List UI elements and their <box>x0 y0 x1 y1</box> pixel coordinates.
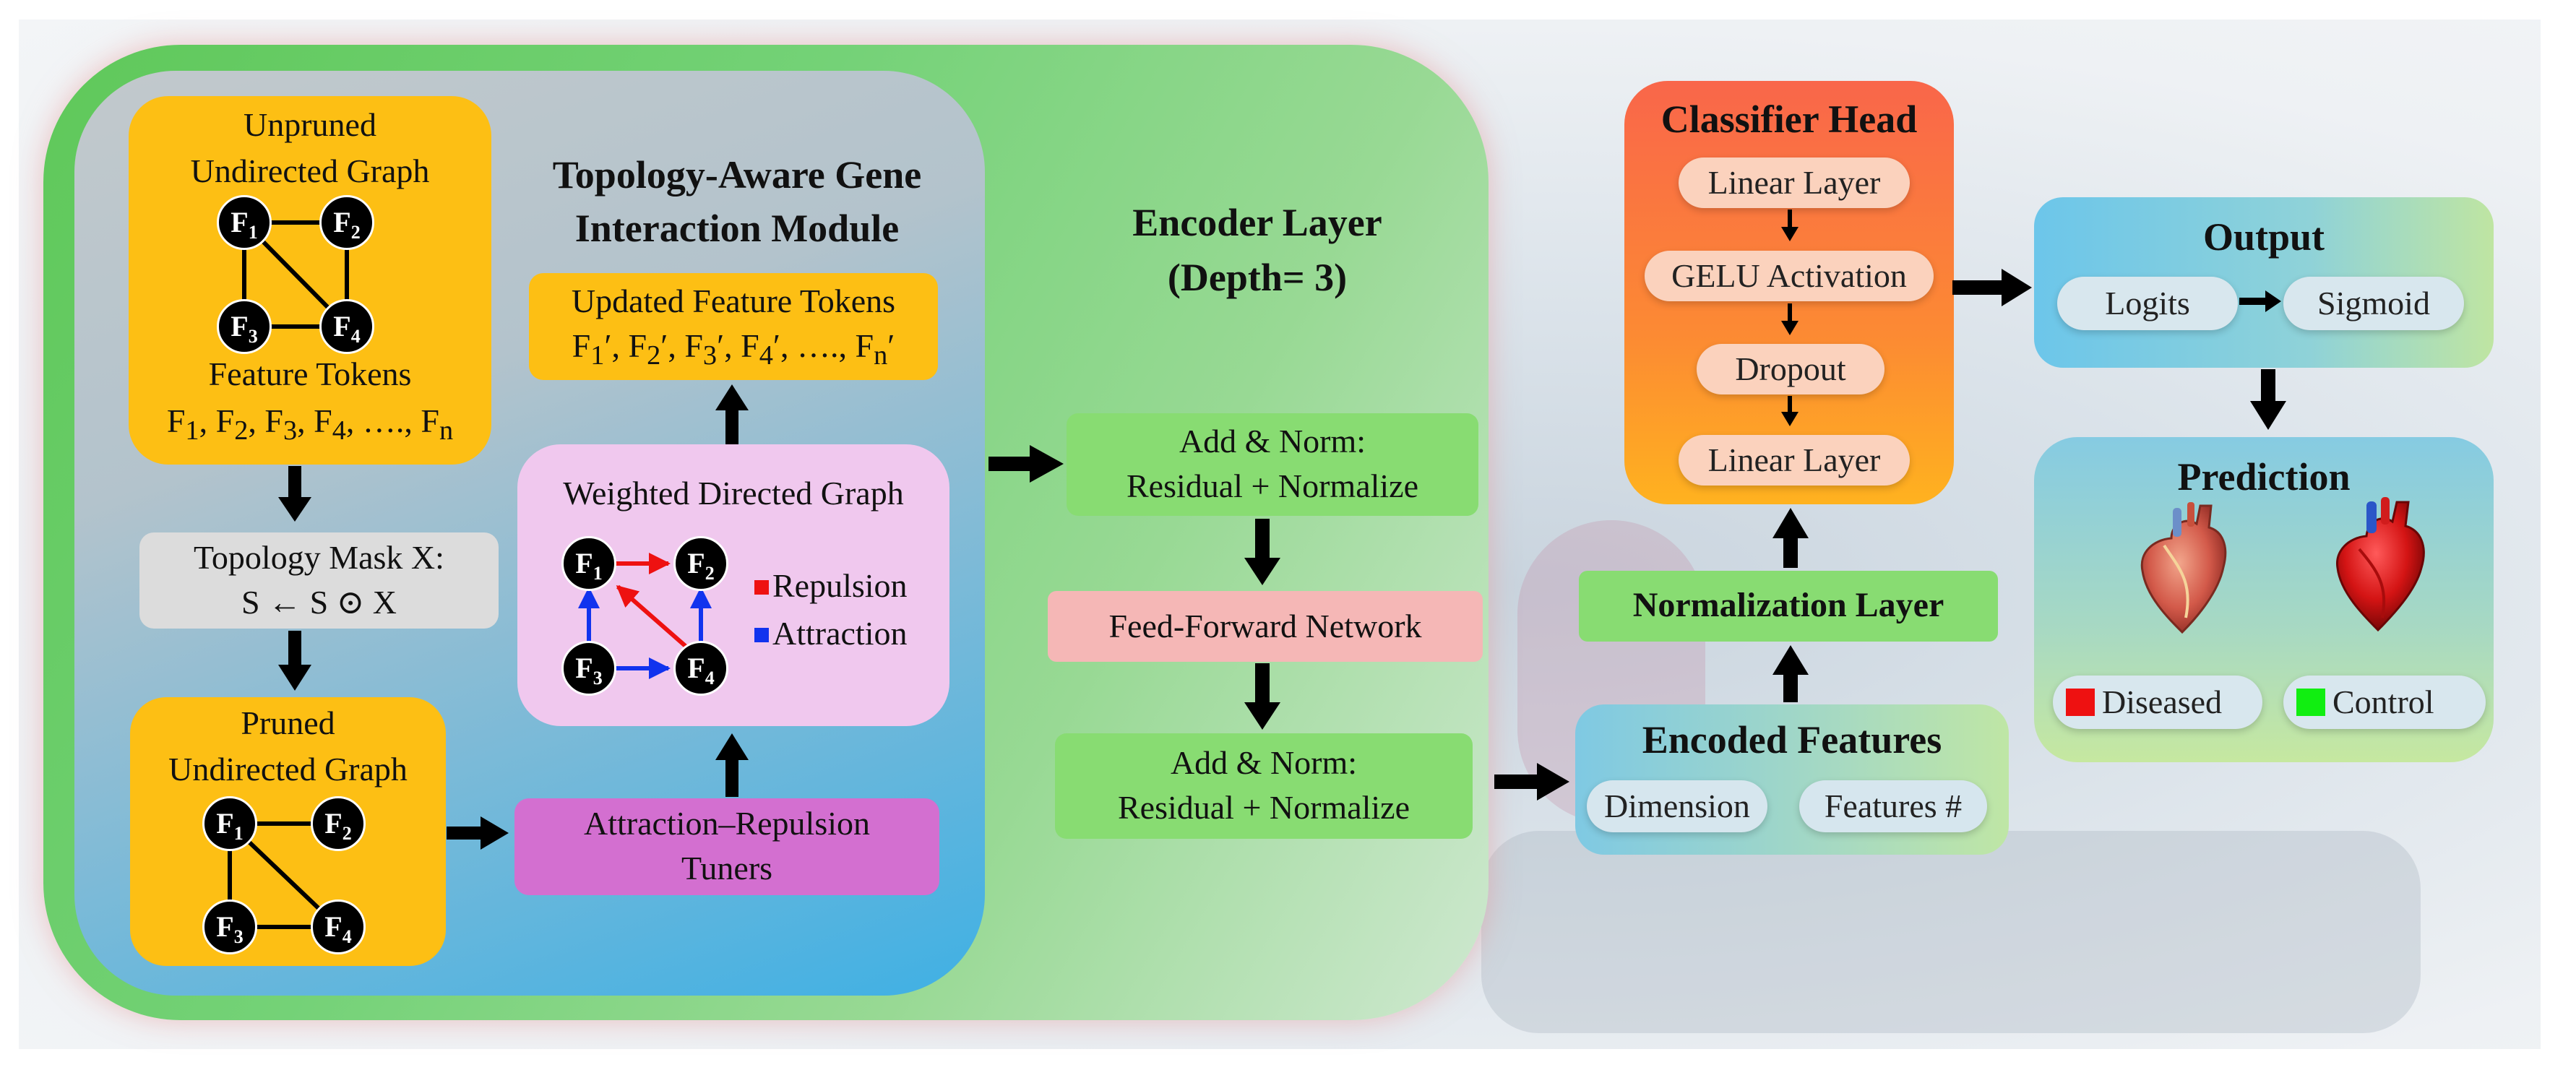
add-norm-2: Add & Norm: Residual + Normalize <box>1055 733 1473 839</box>
repulsion-legend-label: Repulsion <box>772 567 908 604</box>
pruned-node-f3: F3 <box>202 899 257 954</box>
unpruned-node-f1: F1 <box>217 195 272 250</box>
unpruned-node-f4: F4 <box>319 299 374 354</box>
topology-mask-formula: S ← S ⊙ X <box>241 584 397 621</box>
weighted-graph-title: Weighted Directed Graph <box>563 475 904 512</box>
flow-arrows <box>278 210 2286 850</box>
updated-tokens-title: Updated Feature Tokens <box>571 282 896 319</box>
encoded-features-box: Encoded Features Dimension Features # <box>1575 704 2009 855</box>
prediction-title: Prediction <box>2177 455 2351 499</box>
repulsion-legend-swatch <box>754 580 769 595</box>
encoder-layer-title: Encoder Layer (Depth= 3) <box>1132 201 1382 299</box>
topology-mask-label: Topology Mask X: <box>194 539 444 576</box>
classifier-dropout: Dropout <box>1697 344 1884 394</box>
encoded-dimension-pill: Dimension <box>1587 780 1767 832</box>
encoded-features-count-pill: Features # <box>1799 780 1987 832</box>
attraction-legend-swatch <box>754 628 769 642</box>
normalization-layer: Normalization Layer <box>1579 571 1998 642</box>
control-label-pill: Control <box>2283 676 2486 729</box>
pruned-node-f2: F2 <box>311 796 366 851</box>
background-decoration <box>1481 831 2421 1033</box>
control-heart-icon <box>2336 497 2425 632</box>
diseased-label-pill: Diseased <box>2053 676 2262 729</box>
unpruned-node-f3: F3 <box>217 299 272 354</box>
output-box: Output Logits Sigmoid <box>2034 197 2494 368</box>
weighted-node-f4: F4 <box>673 641 728 696</box>
classifier-gelu-activation: GELU Activation <box>1645 251 1934 301</box>
add-norm-1: Add & Norm: Residual + Normalize <box>1067 413 1478 516</box>
unpruned-graph-box: Unpruned Undirected Graph Feature Tokens… <box>129 96 491 465</box>
feature-tokens-label: Feature Tokens <box>208 355 412 392</box>
topology-module-title: Topology-Aware Gene Interaction Module <box>552 153 922 250</box>
diseased-swatch <box>2066 689 2095 716</box>
attraction-legend-label: Attraction <box>772 615 908 652</box>
updated-feature-tokens-box: Updated Feature Tokens F1′, F2′, F3′, F4… <box>529 273 938 380</box>
feed-forward-network: Feed-Forward Network <box>1048 591 1483 662</box>
attraction-repulsion-tuners: Attraction–Repulsion Tuners <box>514 798 939 895</box>
classifier-linear-layer-2: Linear Layer <box>1679 435 1910 486</box>
updated-tokens-list: F1′, F2′, F3′, F4′, …., Fn′ <box>572 327 895 371</box>
weighted-node-f3: F3 <box>561 641 616 696</box>
control-label: Control <box>2332 683 2434 720</box>
encoded-features-title: Encoded Features <box>1642 718 1942 761</box>
unpruned-graph-title: Unpruned Undirected Graph <box>190 106 430 189</box>
topology-mask-box: Topology Mask X: S ← S ⊙ X <box>139 532 499 629</box>
classifier-head-title: Classifier Head <box>1660 98 1918 141</box>
logits-pill: Logits <box>2057 277 2238 330</box>
unpruned-node-f2: F2 <box>319 195 374 250</box>
output-title: Output <box>2202 215 2325 259</box>
weighted-node-f1: F1 <box>561 536 616 591</box>
classifier-linear-layer-1: Linear Layer <box>1679 158 1910 208</box>
sigmoid-pill: Sigmoid <box>2283 277 2464 330</box>
diseased-label: Diseased <box>2102 683 2223 720</box>
pruned-node-f1: F1 <box>202 796 257 851</box>
prediction-box: Prediction Diseased Control <box>2034 437 2494 762</box>
weighted-node-f2: F2 <box>673 536 728 591</box>
feature-tokens-list: F1, F2, F3, F4, …., Fn <box>166 402 454 446</box>
pruned-node-f4: F4 <box>311 899 366 954</box>
weighted-graph <box>578 553 712 679</box>
classifier-head-box: Classifier Head Linear Layer GELU Activa… <box>1624 81 1954 504</box>
control-swatch <box>2296 689 2325 716</box>
pruned-graph-title: Pruned Undirected Graph <box>168 704 408 788</box>
pruned-graph-box: Pruned Undirected Graph <box>130 697 446 966</box>
diseased-heart-icon <box>2140 502 2227 634</box>
